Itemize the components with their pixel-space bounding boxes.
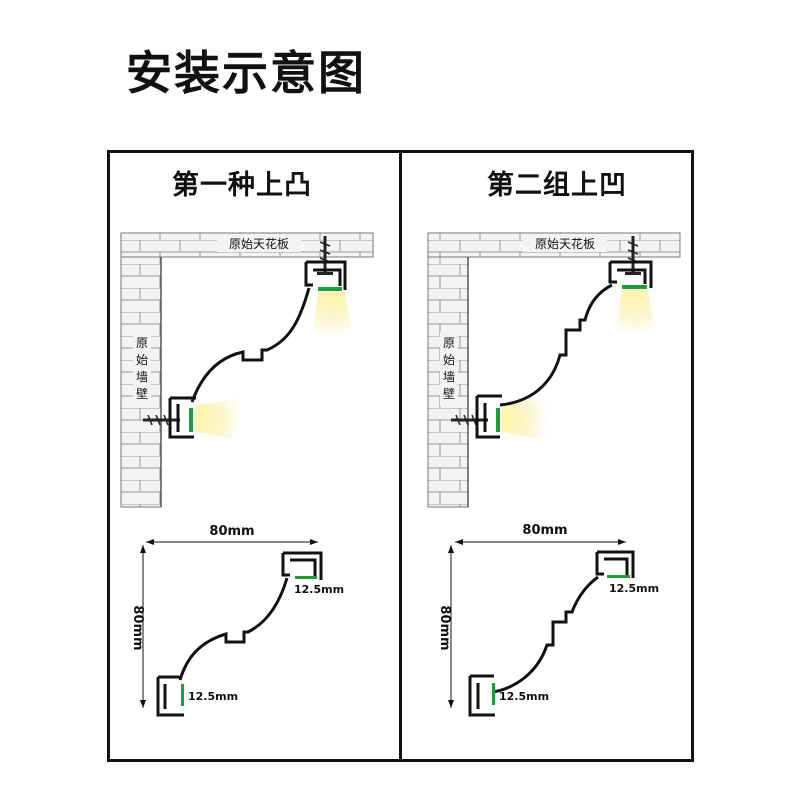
ceiling-screw-icon bbox=[317, 236, 333, 275]
light-beam bbox=[196, 398, 240, 440]
wall-label-char: 始 bbox=[443, 353, 455, 367]
wall-label-char: 墙 bbox=[443, 370, 455, 384]
ceiling-label: 原始天花板 bbox=[229, 236, 289, 251]
panel-divider bbox=[399, 150, 402, 762]
profile-installed bbox=[475, 260, 653, 439]
wall-label-char: 壁 bbox=[443, 386, 455, 401]
wall-label-char: 原 bbox=[136, 336, 148, 350]
diffuser bbox=[622, 285, 647, 289]
width-dimension-label: 80mm bbox=[209, 524, 254, 539]
bottom-opening-dimension: 12.5mm bbox=[499, 690, 549, 703]
height-dimension-label: 80mm bbox=[130, 605, 145, 650]
diffuser bbox=[318, 287, 342, 291]
width-dimension-label: 80mm bbox=[522, 523, 567, 538]
bottom-opening-dimension: 12.5mm bbox=[188, 690, 238, 703]
ceiling-label: 原始天花板 bbox=[535, 236, 595, 251]
wall-label-char: 原 bbox=[443, 336, 455, 350]
profile-installed bbox=[168, 260, 347, 439]
light-beam bbox=[615, 290, 655, 333]
light-beam bbox=[312, 292, 352, 335]
panel-convex-diagram: 原始天花板 原 始 墙 壁 80mm 80mm 12.5mm bbox=[120, 232, 374, 717]
page-title: 安装示意图 bbox=[126, 46, 366, 100]
diffuser bbox=[189, 408, 193, 432]
diffuser bbox=[496, 408, 500, 432]
wall-label-char: 始 bbox=[136, 353, 148, 367]
panel-heading-convex: 第一种上凸 bbox=[172, 170, 312, 201]
wall-label-char: 壁 bbox=[136, 386, 148, 401]
panel-concave-diagram: 原始天花板 原 始 墙 壁 80mm 80mm 12.5mm 12.5mm bbox=[427, 232, 681, 717]
dimension-drawing bbox=[448, 539, 635, 717]
dimension-drawing bbox=[140, 539, 323, 717]
height-dimension-label: 80mm bbox=[437, 605, 452, 650]
panel-heading-concave: 第二组上凹 bbox=[487, 170, 627, 201]
brick-wall bbox=[120, 232, 374, 508]
wall-label-char: 墙 bbox=[136, 370, 148, 384]
wall-screw-icon bbox=[143, 414, 180, 426]
top-opening-dimension: 12.5mm bbox=[294, 583, 344, 596]
light-beam bbox=[502, 398, 546, 440]
top-opening-dimension: 12.5mm bbox=[609, 582, 659, 595]
wall-screw-icon bbox=[451, 414, 488, 426]
